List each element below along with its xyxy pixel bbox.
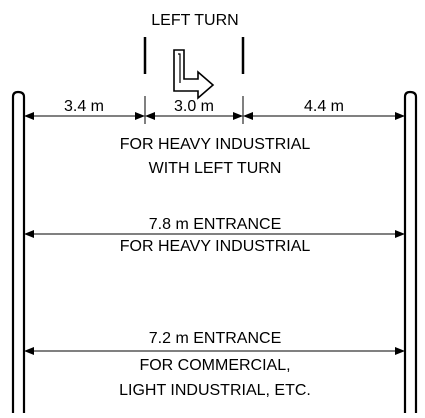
turn-lane-width: 3.0 m <box>174 98 214 115</box>
section2-title: 7.8 m ENTRANCE <box>149 216 281 233</box>
right-road-edge <box>403 90 418 413</box>
right-lane-width: 4.4 m <box>304 98 344 115</box>
left-turn-label: LEFT TURN <box>151 12 238 29</box>
section2-subtitle: FOR HEAVY INDUSTRIAL <box>120 238 311 255</box>
left-lane-width: 3.4 m <box>64 98 104 115</box>
section3-title: 7.2 m ENTRANCE <box>149 330 281 347</box>
left-turn-arrow-icon <box>173 49 215 100</box>
section1-line2: WITH LEFT TURN <box>149 160 282 177</box>
section1-line1: FOR HEAVY INDUSTRIAL <box>120 136 311 153</box>
section3-line2: LIGHT INDUSTRIAL, ETC. <box>119 382 311 399</box>
left-road-edge <box>11 90 26 413</box>
section3-line1: FOR COMMERCIAL, <box>139 357 290 374</box>
left-turn-arrow-inner-icon <box>178 53 181 83</box>
